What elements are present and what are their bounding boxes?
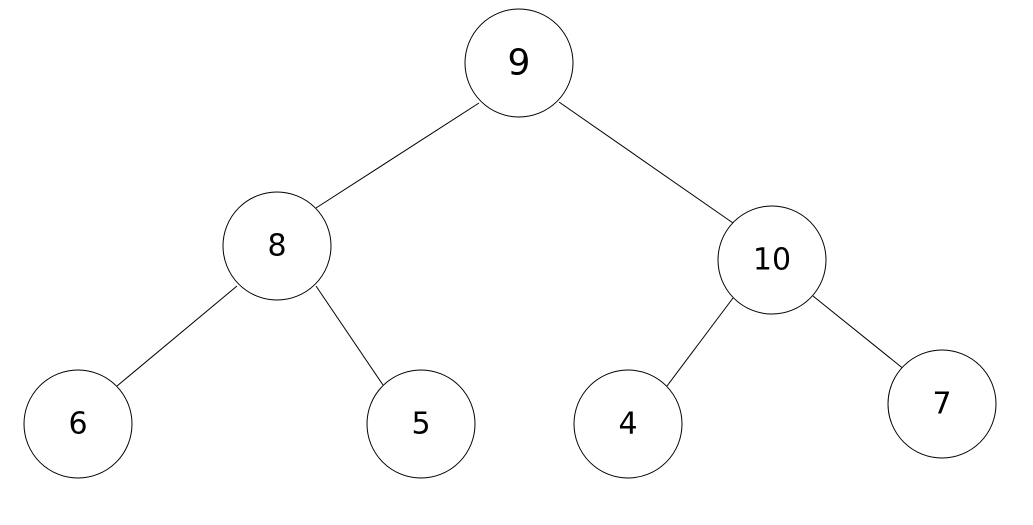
tree-node-10: 10 <box>717 205 827 315</box>
tree-node-9: 9 <box>464 8 574 118</box>
edge-10-7 <box>812 295 906 371</box>
edge-9-8 <box>315 102 480 209</box>
node-label: 10 <box>753 243 791 278</box>
node-circle <box>573 369 683 479</box>
tree-node-8: 8 <box>222 191 332 301</box>
edge-10-4 <box>666 297 734 387</box>
node-label: 8 <box>267 229 286 264</box>
node-circle <box>222 191 332 301</box>
edge-8-6 <box>116 285 238 387</box>
node-label: 9 <box>508 43 531 84</box>
edge-9-10 <box>558 101 734 224</box>
tree-node-6: 6 <box>23 369 133 479</box>
node-circle <box>717 205 827 315</box>
node-label: 4 <box>618 407 637 442</box>
tree-node-7: 7 <box>887 349 997 459</box>
node-circle <box>887 349 997 459</box>
node-label: 7 <box>932 387 951 422</box>
node-label: 6 <box>68 407 87 442</box>
tree-node-4: 4 <box>573 369 683 479</box>
node-circle <box>366 369 476 479</box>
node-label: 5 <box>411 407 430 442</box>
edge-8-5 <box>315 285 384 386</box>
node-circle <box>23 369 133 479</box>
tree-node-5: 5 <box>366 369 476 479</box>
node-circle <box>464 8 574 118</box>
